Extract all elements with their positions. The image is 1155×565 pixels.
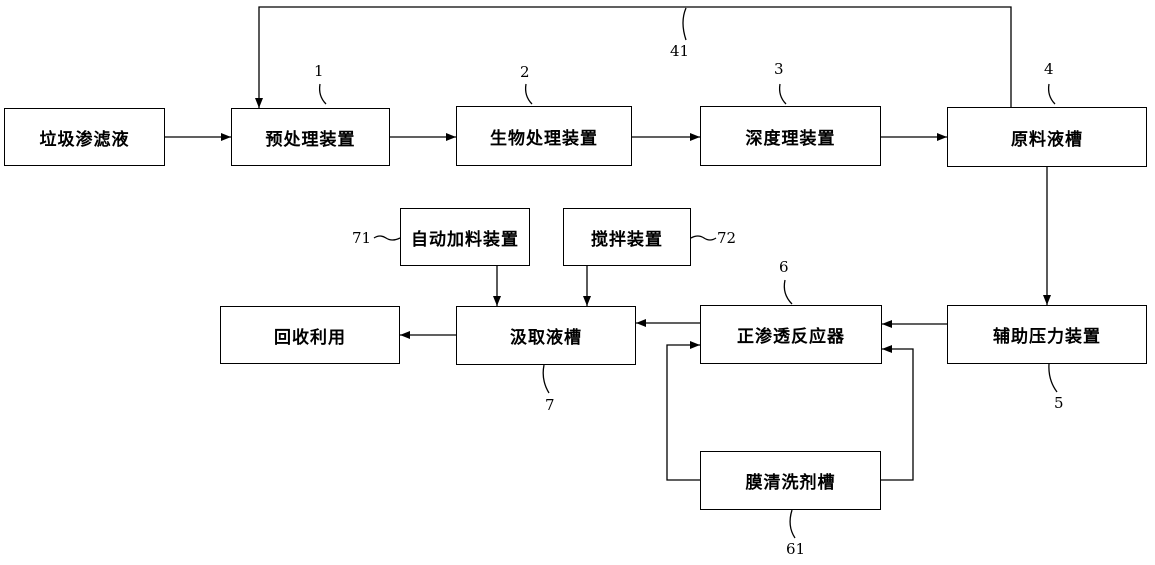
- leachate-box: 垃圾渗滤液: [4, 108, 165, 166]
- raw-tank-box: 原料液槽: [947, 107, 1147, 167]
- draw-tank-box: 汲取液槽: [456, 306, 636, 365]
- bio-treatment-box: 生物处理装置: [456, 106, 632, 166]
- stirring-box: 搅拌装置: [563, 208, 691, 266]
- leader-71: [373, 235, 401, 241]
- pretreatment-box: 预处理装置: [231, 108, 390, 166]
- fo-reactor-box: 正渗透反应器: [700, 305, 882, 364]
- leader-72: [690, 235, 717, 241]
- leachate-label: 垃圾渗滤液: [39, 129, 130, 150]
- leader-6: [783, 279, 793, 305]
- ref-6: 6: [779, 258, 789, 276]
- leader-1: [318, 83, 327, 105]
- draw-tank-label: 汲取液槽: [510, 328, 582, 348]
- leader-7: [542, 364, 550, 394]
- arrow-membrane-cleaner-to-fo-left: [666, 341, 700, 481]
- leader-3: [778, 83, 787, 105]
- membrane-cleaner-label: 膜清洗剂槽: [745, 473, 836, 493]
- ref-41: 41: [670, 42, 690, 60]
- ref-3: 3: [774, 60, 784, 78]
- deep-treatment-box: 深度理装置: [700, 106, 881, 166]
- ref-4: 4: [1044, 60, 1054, 78]
- leader-2: [524, 83, 533, 105]
- aux-pressure-box: 辅助压力装置: [947, 305, 1147, 364]
- membrane-cleaner-box: 膜清洗剂槽: [700, 451, 881, 510]
- auto-feed-label: 自动加料装置: [411, 229, 519, 250]
- leader-5: [1048, 363, 1058, 393]
- ref-1: 1: [314, 62, 324, 80]
- raw-tank-label: 原料液槽: [1011, 129, 1083, 150]
- recycle-box: 回收利用: [220, 306, 400, 364]
- recycle-label: 回收利用: [274, 327, 346, 348]
- ref-72: 72: [717, 229, 737, 247]
- ref-2: 2: [520, 63, 530, 81]
- leader-4: [1047, 83, 1056, 105]
- fo-reactor-label: 正渗透反应器: [737, 327, 845, 347]
- arrow-membrane-cleaner-to-fo-right: [881, 345, 914, 481]
- ref-71: 71: [352, 229, 372, 247]
- auto-feed-box: 自动加料装置: [400, 208, 530, 266]
- deep-treatment-label: 深度理装置: [745, 128, 836, 149]
- return-loop-41: [255, 6, 1012, 108]
- ref-61: 61: [786, 540, 806, 558]
- bio-treatment-label: 生物处理装置: [490, 128, 598, 149]
- leader-41: [682, 7, 687, 41]
- aux-pressure-label: 辅助压力装置: [993, 327, 1101, 347]
- stirring-label: 搅拌装置: [591, 229, 663, 250]
- ref-5: 5: [1054, 394, 1064, 412]
- ref-7: 7: [545, 396, 555, 414]
- leader-61: [789, 509, 796, 539]
- pretreatment-label: 预处理装置: [265, 129, 356, 150]
